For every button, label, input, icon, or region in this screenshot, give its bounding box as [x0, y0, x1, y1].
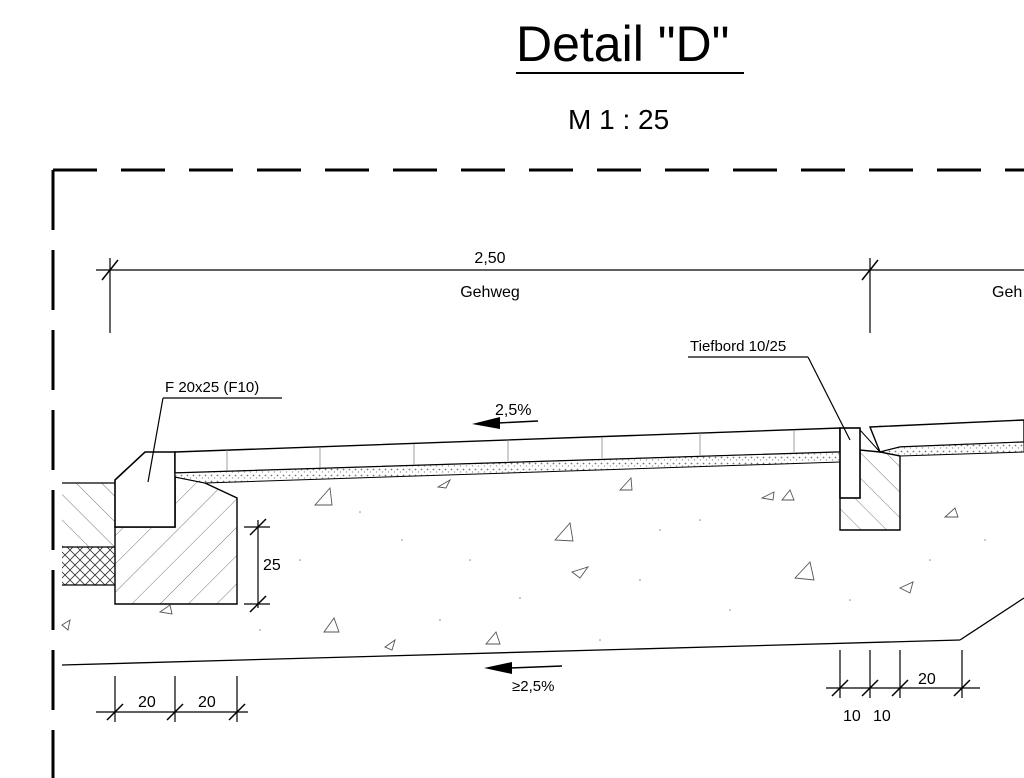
detail-title: Detail "D" — [516, 16, 730, 72]
top-dimension — [96, 258, 1024, 333]
dimension-bottom-left — [96, 676, 248, 722]
curb-right-leader — [688, 356, 851, 441]
gehweg-label: Gehweg — [460, 284, 520, 301]
detail-frame — [51, 168, 1024, 778]
dimension-25 — [244, 518, 270, 613]
dimension-bottom-20a: 20 — [138, 694, 156, 711]
curb-left-label: F 20x25 (F10) — [165, 379, 259, 396]
right-curb-stone — [839, 427, 881, 499]
dimension-width-label: 2,50 — [474, 250, 505, 267]
dimension-25-label: 25 — [263, 557, 281, 574]
subgrade-body — [61, 455, 1024, 666]
curb-right-label: Tiefbord 10/25 — [690, 338, 786, 355]
slope-top-label: 2,5% — [495, 402, 531, 419]
dimension-right-10a: 10 — [843, 708, 861, 725]
dimension-right-20: 20 — [918, 671, 936, 688]
left-ground — [62, 482, 115, 586]
gehweg-label-partial: Geh — [992, 284, 1022, 301]
scale-label: M 1 : 25 — [568, 104, 670, 135]
title-underline — [516, 72, 744, 74]
dimension-bottom-right — [826, 650, 980, 698]
left-curb-stone — [114, 451, 176, 528]
curb-left-leader — [147, 397, 282, 483]
sidewalk-paving — [174, 419, 1024, 484]
slope-bottom-label: ≥2,5% — [512, 678, 554, 695]
dimension-right-10b: 10 — [873, 708, 891, 725]
slope-arrow-bottom — [484, 662, 563, 674]
slope-arrow-top — [472, 417, 539, 429]
dimension-bottom-20b: 20 — [198, 694, 216, 711]
